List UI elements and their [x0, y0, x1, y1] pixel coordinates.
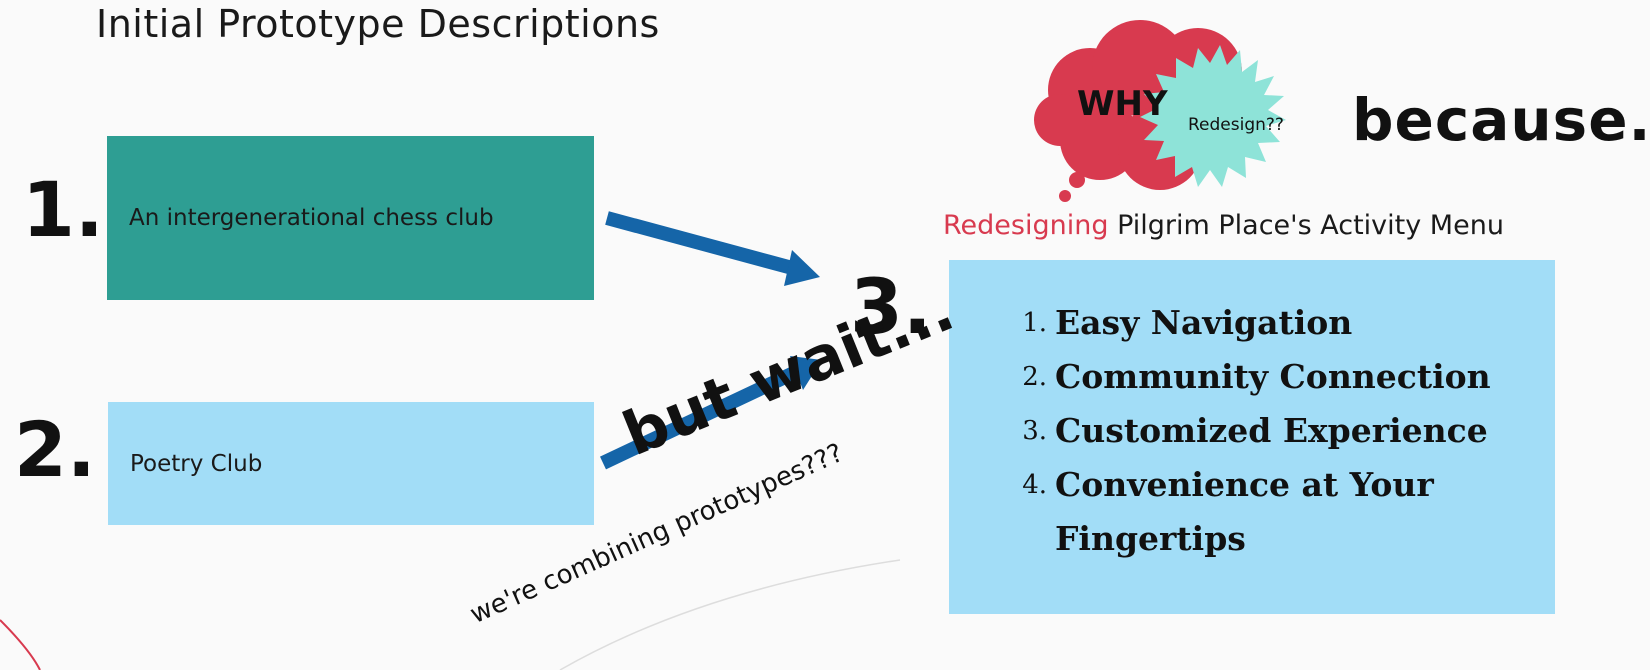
feature-item: 2. Community Connection	[1007, 350, 1555, 404]
prototype-1-number: 1.	[22, 165, 104, 254]
combined-prototype-card: 1. Easy Navigation 2. Community Connecti…	[949, 260, 1555, 614]
feature-number: 4.	[1022, 470, 1047, 500]
feature-item: 4. Convenience at Your Fingertips	[1007, 458, 1555, 566]
feature-label: Convenience at Your Fingertips	[1055, 465, 1434, 558]
prototype-2-label: Poetry Club	[130, 450, 263, 477]
feature-label: Easy Navigation	[1055, 303, 1353, 342]
redesign-subheading: Redesigning Pilgrim Place's Activity Men…	[943, 210, 1504, 241]
arrow-from-prototype-1-icon	[605, 211, 820, 286]
prototype-2-card: Poetry Club	[108, 402, 594, 525]
feature-label: Community Connection	[1055, 357, 1491, 396]
subheading-rest: Pilgrim Place's Activity Menu	[1108, 210, 1504, 241]
page-title: Initial Prototype Descriptions	[96, 2, 660, 46]
feature-list: 1. Easy Navigation 2. Community Connecti…	[1007, 296, 1555, 566]
prototype-1-card: An intergenerational chess club	[107, 136, 594, 300]
decorative-curve	[0, 619, 41, 670]
feature-item: 3. Customized Experience	[1007, 404, 1555, 458]
prototype-1-label: An intergenerational chess club	[129, 205, 494, 231]
starburst-icon	[1140, 45, 1286, 187]
feature-number: 3.	[1022, 416, 1047, 446]
why-text: WHY	[1077, 84, 1168, 124]
arrow-from-prototype-2-icon	[600, 356, 822, 470]
decorative-arc	[559, 559, 901, 670]
feature-number: 2.	[1022, 362, 1047, 392]
why-callout: WHY Redesign??	[1034, 20, 1286, 202]
prototype-3-number: 3.	[850, 262, 932, 351]
feature-item: 1. Easy Navigation	[1007, 296, 1555, 350]
because-text: because...	[1352, 86, 1650, 154]
feature-label: Customized Experience	[1055, 411, 1488, 450]
redesign-text: Redesign??	[1188, 115, 1284, 135]
prototype-2-number: 2.	[14, 405, 96, 494]
subheading-accent: Redesigning	[943, 210, 1109, 241]
feature-number: 1.	[1022, 308, 1047, 338]
